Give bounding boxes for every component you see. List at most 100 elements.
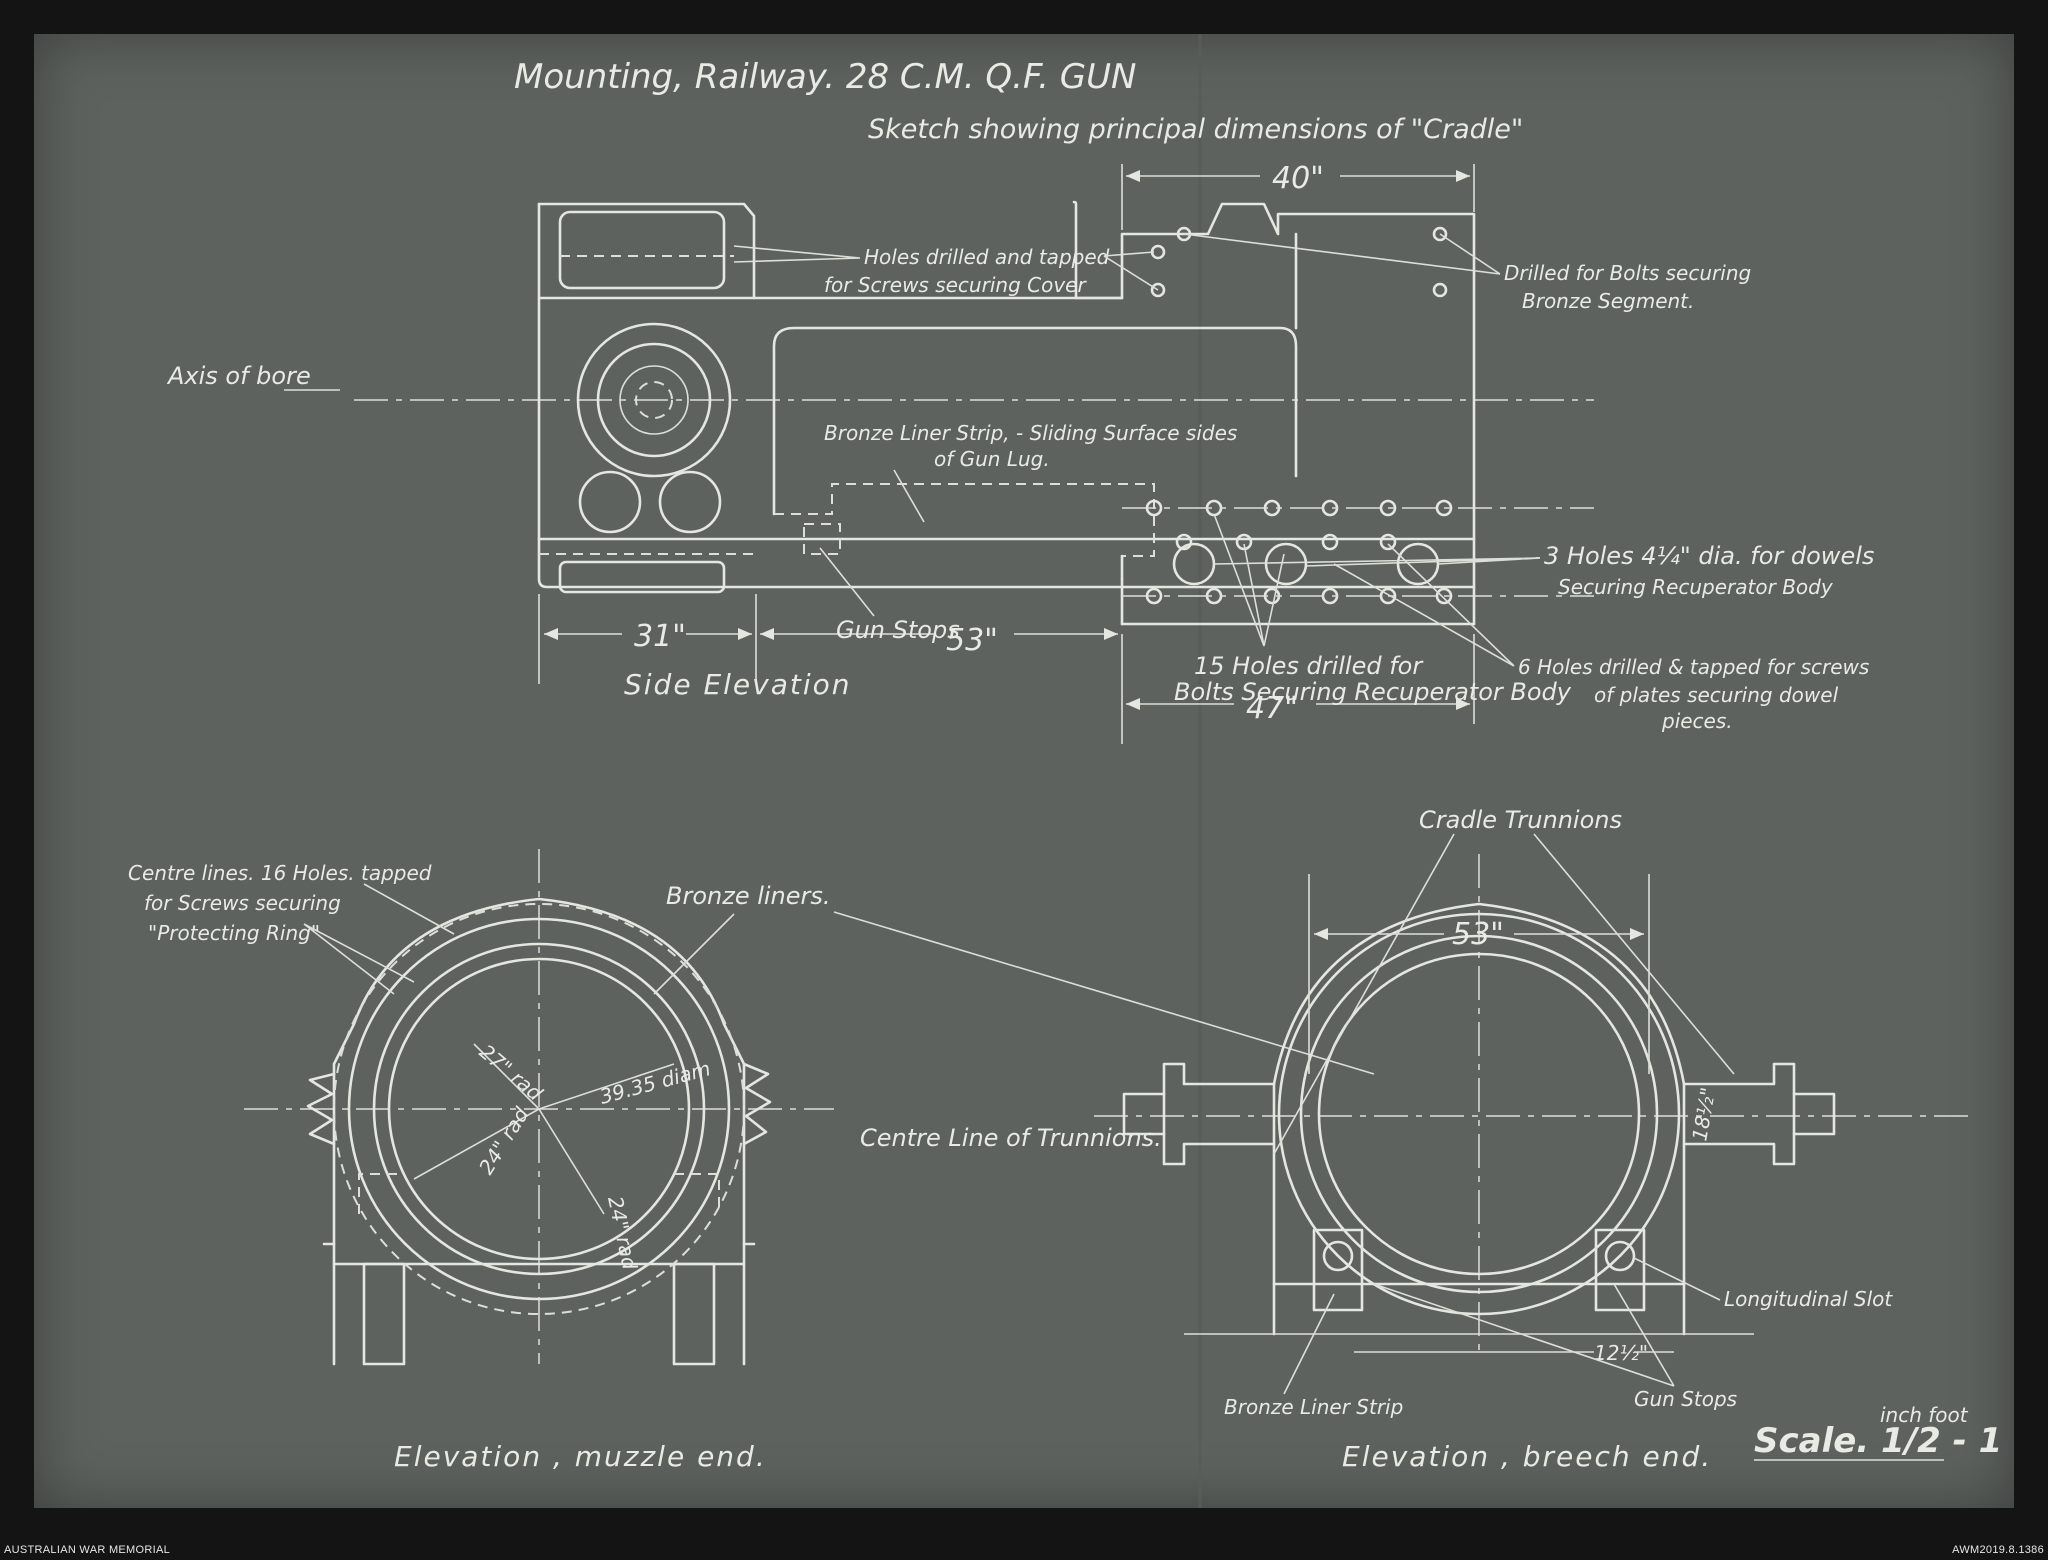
- breech-dim-12: 12½": [1594, 1341, 1648, 1365]
- trunnion-left-pin: [1122, 1092, 1166, 1136]
- bore-boss-inner: [619, 365, 689, 435]
- dim-31-label: 31": [634, 619, 686, 654]
- note-liner-strip-2: of Gun Lug.: [934, 447, 1050, 471]
- muzzle-outer-ring: [347, 917, 731, 1301]
- muzzle-radius-lines: [413, 1043, 675, 1215]
- leader-dowels: [1213, 557, 1541, 567]
- bore-boss-outer: [576, 322, 732, 478]
- bore-hidden: [635, 381, 673, 419]
- footer-left: AUSTRALIAN WAR MEMORIAL: [4, 1544, 171, 1556]
- note-liner-strip-1: Bronze Liner Strip, - Sliding Surface si…: [824, 421, 1237, 445]
- note-cradle-trunnions: Cradle Trunnions: [1419, 806, 1622, 834]
- bore-boss-mid: [596, 342, 712, 458]
- muzzle-protecting-ring-holes: [333, 903, 745, 1315]
- breech-end-view: 53" Cradle Trunnions Centre Line of Trun…: [860, 806, 1974, 1473]
- axis-of-bore-label: Axis of bore: [166, 362, 311, 390]
- leader-15-holes: [1213, 513, 1285, 647]
- gun-lug-window: [772, 326, 1298, 516]
- muzzle-bore: [387, 957, 691, 1261]
- leader-16-holes: [303, 883, 455, 995]
- bolt-holes: [1145, 226, 1453, 605]
- dowel-hole-1: [1172, 542, 1216, 586]
- muzzle-body-outline: [332, 897, 746, 1366]
- leader-longitudinal-slot: [1633, 1257, 1721, 1301]
- footer-right: AWM2019.8.1386: [1952, 1544, 2044, 1556]
- gun-stop-hidden: [803, 523, 841, 555]
- side-elevation-view: Axis of bore: [166, 161, 1874, 744]
- note-15-holes-1: 15 Holes drilled for: [1194, 652, 1424, 680]
- note-6-holes-3: pieces.: [1661, 709, 1733, 733]
- muzzle-end-view: 27" rad 39.35 diam 24" rad 24" rad Centr…: [128, 849, 1375, 1473]
- blueprint-sheet: Mounting, Railway. 28 C.M. Q.F. GUN Sket…: [34, 34, 2014, 1508]
- muzzle-break-left: [306, 1072, 336, 1146]
- leader-6-holes: [1333, 543, 1515, 667]
- note-bronze-liners: Bronze liners.: [666, 882, 831, 910]
- breech-dim-18: 18½": [1687, 1085, 1720, 1142]
- note-bronze-liner-strip: Bronze Liner Strip: [1224, 1395, 1403, 1419]
- breech-bore: [1317, 952, 1641, 1276]
- muzzle-d-3935: 39.35 diam: [597, 1056, 713, 1109]
- note-bronze-segment-2: Bronze Segment.: [1522, 289, 1694, 313]
- note-holes-cover-1: Holes drilled and tapped: [864, 245, 1110, 269]
- leader-cradle-trunnions: [1273, 833, 1735, 1155]
- note-15-holes-2: Bolts Securing Recuperator Body: [1174, 678, 1572, 706]
- muzzle-break-right: [742, 1062, 772, 1146]
- note-longitudinal-slot: Longitudinal Slot: [1724, 1287, 1893, 1311]
- leader-holes-cover: [733, 245, 1159, 291]
- slot-left: [1322, 1240, 1354, 1272]
- muzzle-r-24b: 24" rad: [603, 1194, 642, 1272]
- leader-bronze-liners: [653, 911, 1375, 1075]
- muzzle-r-27: 27" rad: [475, 1039, 547, 1105]
- drawing-subtitle: Sketch showing principal dimensions of "…: [868, 114, 1523, 145]
- cover-block: [558, 210, 726, 290]
- breech-body-outline: [1272, 902, 1686, 1286]
- breech-liner: [1299, 934, 1659, 1294]
- leader-gun-stops-breech: [1373, 1283, 1675, 1387]
- note-centre-line-trunnions: Centre Line of Trunnions.: [860, 1124, 1162, 1152]
- trunnion-left: [1162, 1062, 1276, 1166]
- dim-53-label: 53": [946, 623, 998, 658]
- muzzle-foot-right: [672, 1262, 716, 1366]
- lower-boss-right: [658, 470, 722, 534]
- lower-boss-left: [578, 470, 642, 534]
- side-elevation-caption: Side Elevation: [624, 668, 852, 701]
- note-16-holes-1: Centre lines. 16 Holes. tapped: [128, 861, 432, 885]
- slot-block-left: [1312, 1228, 1364, 1312]
- muzzle-liner-outer: [372, 942, 706, 1276]
- dim-47-label: 47": [1246, 691, 1298, 726]
- leader-gun-stops-side: [819, 547, 875, 617]
- breech-end-caption: Elevation , breech end.: [1342, 1440, 1712, 1473]
- note-gun-stops-side: Gun Stops: [836, 616, 960, 644]
- trunnion-right-pin: [1792, 1092, 1836, 1136]
- note-16-holes-2: for Screws securing: [144, 891, 341, 915]
- cradle-drawing: Mounting, Railway. 28 C.M. Q.F. GUN Sket…: [128, 34, 2002, 1508]
- leader-bronze-liner-strip: [1283, 1293, 1335, 1395]
- lower-foot: [558, 560, 726, 594]
- dim-40-label: 40": [1272, 161, 1324, 196]
- dowel-hole-3: [1396, 542, 1440, 586]
- leader-liner-strip: [893, 469, 925, 523]
- note-gun-stops-breech: Gun Stops: [1634, 1387, 1737, 1411]
- drawing-title: Mounting, Railway. 28 C.M. Q.F. GUN: [514, 57, 1136, 97]
- note-dowels-1: 3 Holes 4¼" dia. for dowels: [1544, 542, 1874, 570]
- trunnion-right: [1682, 1062, 1796, 1166]
- note-bronze-segment-1: Drilled for Bolts securing: [1504, 261, 1751, 285]
- note-6-holes-2: of plates securing dowel: [1594, 683, 1839, 707]
- leader-bronze-segment: [1183, 233, 1501, 275]
- breech-outer-ring: [1277, 912, 1681, 1316]
- cradle-outline-main: [537, 200, 1476, 589]
- note-dowels-2: Securing Recuperator Body: [1558, 575, 1834, 599]
- breech-dim-53: 53": [1452, 917, 1504, 952]
- note-holes-cover-2: for Screws securing Cover: [824, 273, 1087, 297]
- note-16-holes-3: "Protecting Ring": [148, 921, 320, 945]
- slot-block-right: [1594, 1228, 1646, 1312]
- note-6-holes-1: 6 Holes drilled & tapped for screws: [1518, 655, 1869, 679]
- muzzle-end-caption: Elevation , muzzle end.: [394, 1440, 767, 1473]
- dowel-hole-2: [1264, 542, 1308, 586]
- cradle-cover-outline: [537, 202, 756, 300]
- scale-label: Scale. 1/2 - 1: [1754, 1421, 2002, 1461]
- muzzle-hidden-blocks: [358, 1173, 720, 1214]
- slot-right: [1604, 1240, 1636, 1272]
- bronze-liner-strip-hidden: [774, 483, 1155, 557]
- muzzle-foot-left: [362, 1262, 406, 1366]
